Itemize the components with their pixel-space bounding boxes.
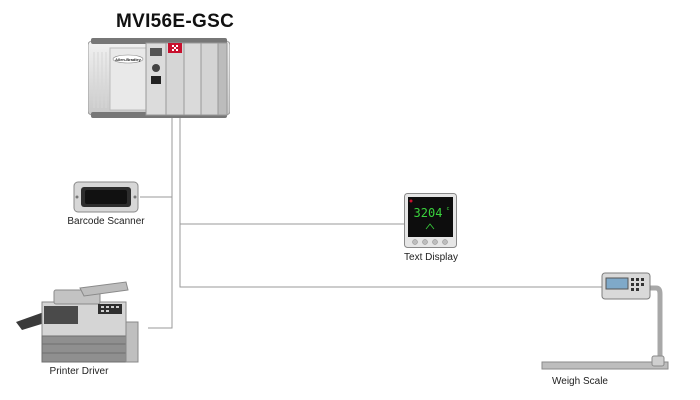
brand-text: Allen-Bradley — [115, 57, 142, 62]
allen-bradley-logo: Allen-Bradley — [112, 54, 144, 64]
weigh-scale-label: Weigh Scale — [552, 376, 608, 387]
key-switch-icon — [152, 64, 160, 72]
weigh-scale-device — [541, 272, 669, 370]
diagram-title: MVI56E-GSC — [116, 11, 235, 32]
printer-label: Printer Driver — [49, 366, 109, 377]
text-display-device: 3204 c — [404, 193, 457, 248]
printer-device — [16, 281, 139, 363]
text-display-label: Text Display — [404, 252, 458, 263]
wire-trunk-scale — [179, 116, 602, 288]
barcode-scanner-label: Barcode Scanner — [67, 216, 145, 227]
wire-trunk-printer — [148, 116, 173, 329]
plc-rack: Allen-Bradley — [88, 38, 230, 118]
display-reading: 3204 — [414, 206, 443, 220]
display-unit: c — [447, 206, 450, 212]
barcode-scanner-device — [73, 181, 139, 213]
